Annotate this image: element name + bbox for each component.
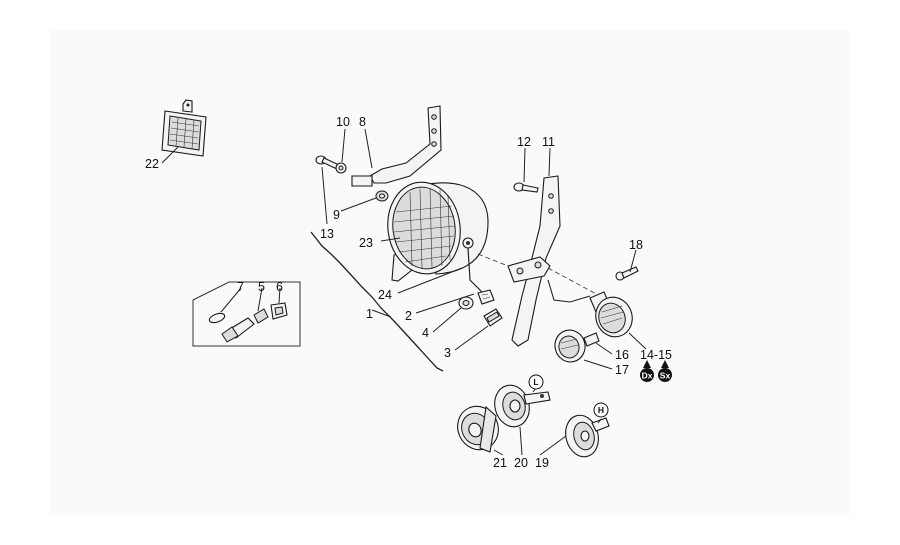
callout-5: 5 bbox=[258, 280, 265, 294]
high-horn-symbol-label: H bbox=[598, 405, 604, 415]
headlight-bracket-part bbox=[351, 105, 442, 282]
horn-19-part bbox=[565, 414, 610, 458]
low-horn-symbol-label: L bbox=[533, 377, 538, 387]
indicator-bracket-part bbox=[507, 175, 561, 347]
dx-symbol-label: Dx bbox=[642, 371, 653, 381]
callout-24: 24 bbox=[378, 288, 392, 302]
screw-12-part bbox=[513, 182, 539, 193]
callout-10: 10 bbox=[336, 115, 350, 129]
callout-16: 16 bbox=[615, 348, 629, 362]
callout-1: 1 bbox=[366, 307, 373, 321]
callout-20: 20 bbox=[514, 456, 528, 470]
callout-14-15: 14-15 bbox=[640, 348, 672, 362]
bulb-kit-box bbox=[192, 281, 301, 347]
reflector-part bbox=[161, 99, 207, 157]
callout-13: 13 bbox=[320, 227, 334, 241]
connector-part bbox=[477, 289, 495, 305]
callout-17: 17 bbox=[615, 363, 629, 377]
socket-3-part bbox=[483, 308, 503, 327]
callout-2: 2 bbox=[405, 309, 412, 323]
grommet-4-part bbox=[458, 296, 474, 310]
horn-21-part bbox=[457, 405, 499, 453]
sx-symbol-label: Sx bbox=[660, 371, 671, 381]
callout-6: 6 bbox=[276, 280, 283, 294]
sx-left-side-symbol: Sx bbox=[658, 360, 672, 382]
horn-20-part bbox=[494, 384, 551, 428]
callout-19: 19 bbox=[535, 456, 549, 470]
callout-22: 22 bbox=[145, 157, 159, 171]
indicator-14-15-part bbox=[589, 291, 633, 338]
callout-18: 18 bbox=[629, 238, 643, 252]
callout-9: 9 bbox=[333, 208, 340, 222]
headlight-part bbox=[387, 181, 489, 275]
callout-12: 12 bbox=[517, 135, 531, 149]
high-tone-horn-symbol: H bbox=[593, 402, 609, 418]
low-tone-horn-symbol: L bbox=[528, 374, 544, 390]
screw-18-part bbox=[615, 266, 639, 281]
nut-9-part bbox=[375, 190, 389, 202]
callout-11: 11 bbox=[542, 135, 555, 149]
callout-23: 23 bbox=[359, 236, 373, 250]
indicator-16-17-part bbox=[554, 329, 600, 363]
callout-21: 21 bbox=[493, 456, 507, 470]
callout-8: 8 bbox=[359, 115, 366, 129]
dx-right-side-symbol: Dx bbox=[640, 360, 654, 382]
callout-4: 4 bbox=[422, 326, 429, 340]
washer-10-part bbox=[335, 162, 347, 174]
callout-7: 7 bbox=[237, 280, 244, 294]
callout-3: 3 bbox=[444, 346, 451, 360]
